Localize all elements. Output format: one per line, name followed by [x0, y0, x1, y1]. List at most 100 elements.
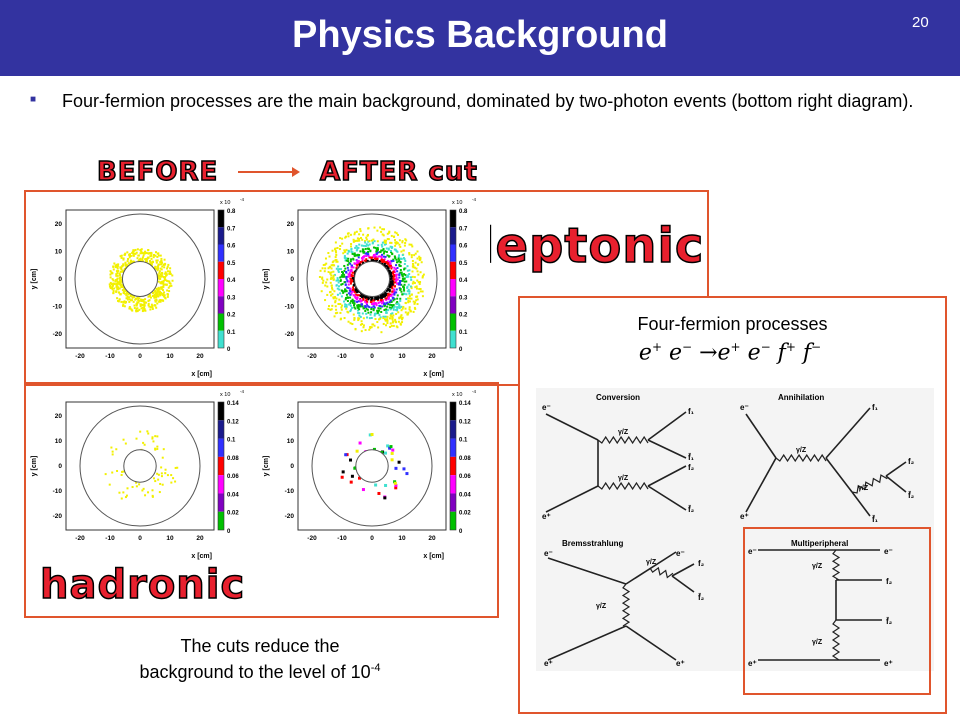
boson-line [831, 549, 841, 581]
hit-point [391, 315, 394, 318]
hit-point [344, 303, 347, 306]
label-bremsstrahlung: Bremsstrahlung [562, 539, 623, 548]
hit-point [136, 248, 139, 251]
hit-point [373, 314, 376, 317]
hit-point [168, 290, 171, 293]
hit-point [167, 286, 170, 289]
hit-point [373, 240, 376, 243]
hit-point [352, 280, 355, 283]
hit-point [387, 296, 390, 299]
colorbar-tick-label: 0.1 [227, 438, 236, 444]
hit-point [122, 285, 125, 288]
hit-point [367, 311, 370, 314]
hit-point [148, 262, 151, 265]
hit-point [131, 309, 134, 312]
label-e-plus: e⁺ [740, 512, 749, 521]
hit-point [389, 283, 392, 286]
hit-point [346, 263, 349, 266]
hit-point [396, 326, 399, 329]
hit-point [364, 300, 367, 303]
x-tick-label: 10 [166, 353, 174, 360]
hit-point [329, 281, 332, 284]
hit-point [370, 316, 373, 319]
hit-point [395, 273, 398, 276]
hit-point [123, 292, 126, 295]
hit-point [358, 298, 361, 301]
x-axis-label: x [cm] [423, 371, 444, 378]
hit-point [160, 257, 163, 260]
hit-point [171, 279, 174, 282]
hit-point [386, 319, 389, 322]
hit-point [377, 255, 380, 258]
hit-point [403, 277, 406, 280]
hit-point [353, 302, 356, 305]
hit-point [359, 304, 362, 307]
hit-point [341, 237, 344, 240]
hit-point [371, 302, 374, 305]
hit-point [362, 297, 365, 300]
hit-point [157, 473, 160, 476]
hit-point [157, 478, 160, 481]
scale-exponent: -4 [240, 197, 244, 202]
hit-point [401, 274, 404, 277]
hit-point [335, 308, 338, 311]
hit-point [145, 301, 148, 304]
hit-point [156, 294, 159, 297]
fermion-line [545, 485, 599, 513]
detector-inner-circle [355, 449, 389, 483]
hit-point [137, 301, 140, 304]
hit-point [417, 281, 420, 284]
hit-point [116, 280, 119, 283]
hit-point [131, 251, 134, 254]
hit-point [365, 243, 368, 246]
hit-point [116, 283, 119, 286]
hit-point [408, 269, 411, 272]
hit-point [364, 247, 367, 250]
hit-point [116, 272, 119, 275]
hit-point [408, 297, 411, 300]
hit-point [140, 250, 143, 253]
colorbar-tick-label: 0.2 [459, 313, 468, 319]
hit-point [416, 257, 419, 260]
hit-point [390, 271, 393, 274]
hit-point [333, 264, 336, 267]
hit-point [123, 300, 126, 303]
hit-point [359, 323, 362, 326]
hit-point [358, 263, 361, 266]
hit-point [124, 252, 127, 255]
hit-point [385, 289, 388, 292]
hit-point [338, 285, 341, 288]
hit-point [115, 285, 118, 288]
hit-points [340, 432, 409, 500]
hit-point [359, 236, 362, 239]
hit-point [349, 260, 352, 263]
hit-point [168, 280, 171, 283]
hit-point [370, 311, 373, 314]
hit-point [391, 306, 394, 309]
hit-point [402, 288, 405, 291]
hit-point [158, 491, 161, 494]
hit-point [358, 476, 362, 480]
hit-point [389, 245, 392, 248]
hit-point [153, 293, 156, 296]
hit-point [394, 483, 398, 487]
hit-point [403, 289, 406, 292]
hit-point [405, 293, 408, 296]
hit-point [124, 496, 127, 499]
hit-point [381, 305, 384, 308]
hit-point [400, 250, 403, 253]
y-tick-label: -20 [53, 513, 63, 520]
hit-point [365, 258, 368, 261]
hit-point [389, 308, 392, 311]
colorbar-tick-label: 0.1 [459, 330, 468, 336]
hit-point [388, 290, 391, 293]
hit-point [375, 250, 378, 253]
hit-point [116, 278, 119, 281]
hit-point [160, 287, 163, 290]
hit-point [410, 278, 413, 281]
hit-point [352, 286, 355, 289]
hit-point [332, 270, 335, 273]
hit-point [379, 300, 382, 303]
hit-point [322, 263, 325, 266]
hit-point [115, 448, 118, 451]
